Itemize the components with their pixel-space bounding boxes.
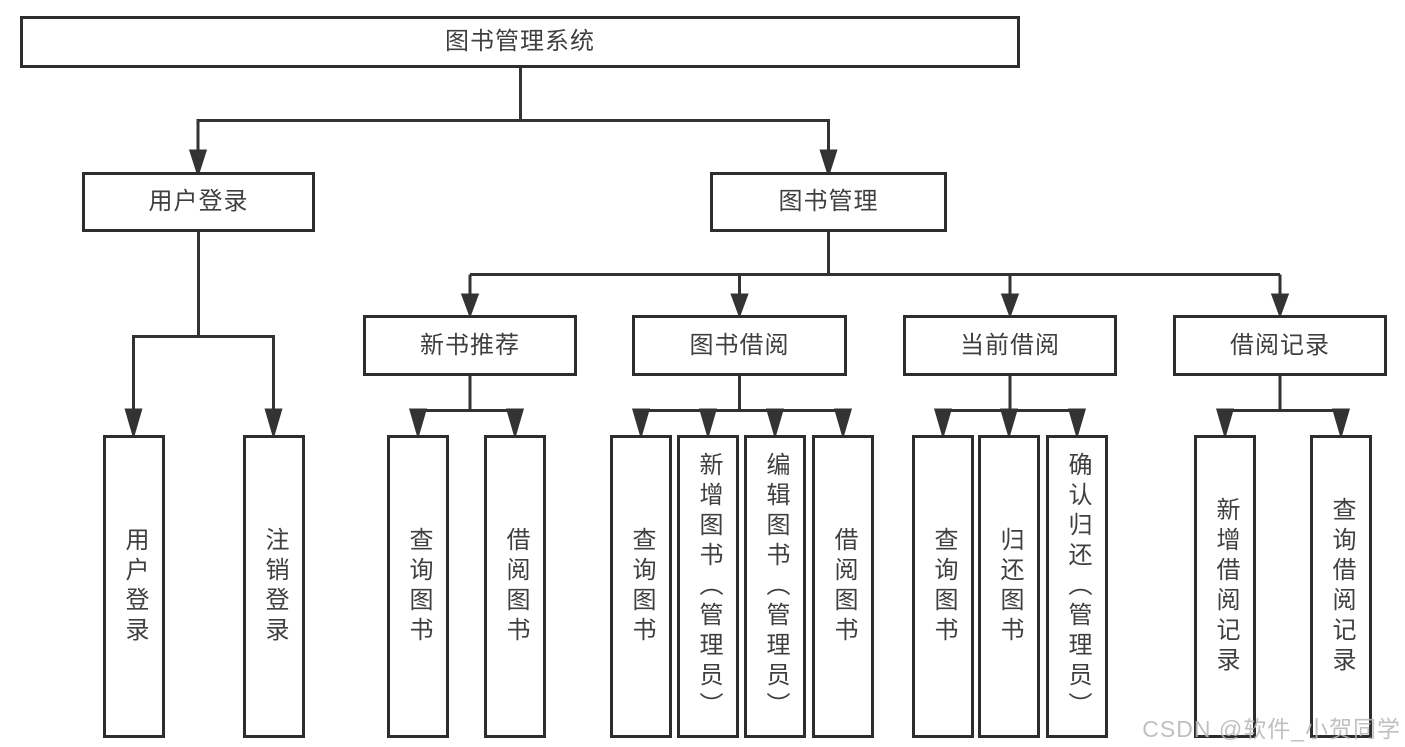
arrowhead: [1000, 408, 1018, 440]
node-label: 新书推荐: [420, 331, 520, 359]
leaf-query-borrow-record: 查询借阅记录: [1310, 435, 1372, 738]
node-label: 用户登录: [148, 188, 249, 215]
node-label: 查询图书: [405, 526, 432, 647]
node-label: 查询图书: [930, 526, 957, 647]
node-user-login: 用户登录: [82, 172, 315, 232]
arrowhead: [264, 408, 283, 440]
arrowhead: [124, 408, 143, 440]
leaf-edit-book-admin: 编辑图书（管理员）: [744, 435, 806, 738]
node-borrow-records: 借阅记录: [1173, 315, 1387, 376]
arrowhead: [699, 408, 717, 440]
node-label: 查询借阅记录: [1328, 496, 1355, 677]
node-label: 图书管理系统: [445, 28, 595, 55]
connector-borrow-records: [1216, 375, 1350, 440]
arrowhead: [934, 408, 952, 440]
arrowhead: [1332, 408, 1350, 440]
node-label: 用户登录: [121, 526, 148, 647]
arrowhead: [766, 408, 784, 440]
leaf-query-books-current: 查询图书: [912, 435, 974, 738]
node-label: 图书借阅: [689, 331, 790, 359]
csdn-watermark: CSDN @软件_小贺同学: [1142, 716, 1401, 742]
leaf-logout-login: 注销登录: [243, 435, 305, 738]
arrowhead: [409, 408, 427, 440]
node-label: 当前借阅: [960, 331, 1060, 359]
arrowhead: [1270, 293, 1290, 319]
node-book-borrow: 图书借阅: [632, 315, 847, 376]
arrowhead: [819, 149, 838, 178]
node-label: 图书管理: [778, 188, 879, 215]
node-book-management: 图书管理: [710, 172, 947, 232]
leaf-add-book-admin: 新增图书（管理员）: [677, 435, 739, 738]
node-label: 借阅记录: [1230, 331, 1330, 359]
arrowhead: [506, 408, 524, 440]
leaf-borrow-books-recommend: 借阅图书: [484, 435, 546, 738]
node-new-book-recommend: 新书推荐: [363, 315, 577, 376]
arrowhead: [730, 293, 749, 319]
leaf-borrow-books: 借阅图书: [812, 435, 874, 738]
leaf-add-borrow-record: 新增借阅记录: [1194, 435, 1256, 738]
connector-new-book: [409, 375, 524, 440]
node-label: 编辑图书（管理员）: [762, 451, 789, 722]
node-label: 注销登录: [261, 526, 288, 647]
node-label: 确认归还（管理员）: [1064, 451, 1091, 722]
leaf-return-books: 归还图书: [978, 435, 1040, 738]
node-label: 新增借阅记录: [1212, 496, 1239, 677]
leaf-query-books-borrow: 查询图书: [610, 435, 672, 738]
node-label: 借阅图书: [502, 526, 529, 647]
node-label: 查询图书: [628, 526, 655, 647]
arrowhead: [632, 408, 650, 440]
arrowhead: [1000, 293, 1020, 319]
connector-root: [188, 65, 838, 178]
node-current-borrow: 当前借阅: [903, 315, 1117, 376]
arrowhead: [460, 293, 480, 319]
arrowhead: [1068, 408, 1086, 440]
leaf-user-login: 用户登录: [103, 435, 165, 738]
node-label: 借阅图书: [830, 526, 857, 647]
leaf-confirm-return-admin: 确认归还（管理员）: [1046, 435, 1108, 738]
node-library-management-system: 图书管理系统: [20, 16, 1020, 68]
connector-book-management: [460, 231, 1290, 319]
connector-user-login: [124, 231, 283, 440]
arrowhead: [1216, 408, 1234, 440]
node-label: 新增图书（管理员）: [695, 451, 722, 722]
arrowhead: [188, 149, 208, 178]
leaf-query-books-recommend: 查询图书: [387, 435, 449, 738]
arrowhead: [834, 408, 852, 440]
connector-current-borrow: [934, 375, 1086, 440]
node-label: 归还图书: [996, 526, 1023, 647]
connector-book-borrow: [632, 375, 852, 440]
